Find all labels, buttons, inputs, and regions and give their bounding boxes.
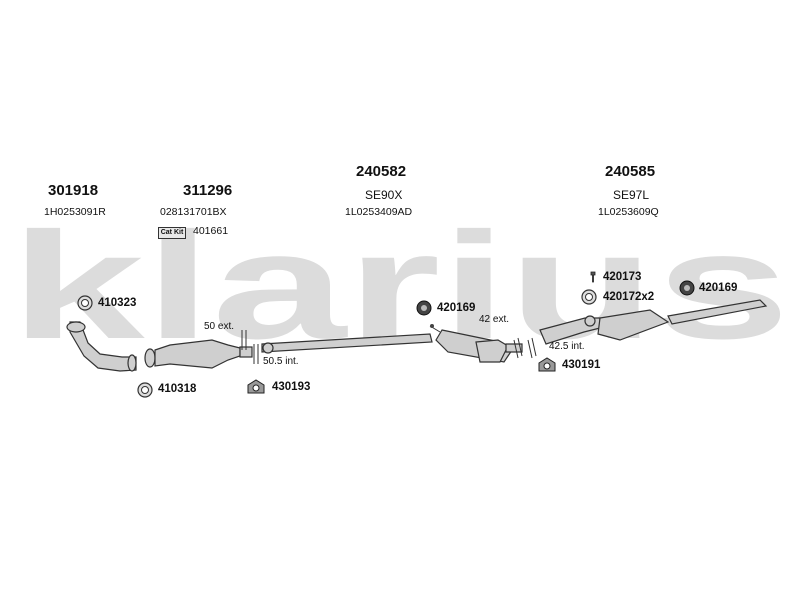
variant-middle: SE90X: [365, 188, 403, 202]
part-number-downpipe: 301918: [48, 182, 99, 199]
fitting-label-430191: 430191: [562, 359, 601, 371]
part-number-rear: 240585: [605, 163, 656, 180]
dimension-42-5-int: 42.5 int.: [549, 341, 585, 352]
rubber-ring-icon: [679, 280, 695, 296]
catalytic-converter: [144, 339, 253, 369]
front-downpipe: [66, 321, 137, 372]
clamp-ring-icon: [581, 289, 597, 305]
rubber-mount-icon: [538, 357, 556, 372]
oem-ref-catalyst: 028131701BX: [160, 206, 227, 218]
oem-ref-rear: 1L0253609Q: [598, 206, 659, 218]
gasket-ring-icon: [137, 382, 153, 398]
gasket-ring-icon: [77, 295, 93, 311]
fitting-label-420172x2: 420172x2: [603, 291, 655, 303]
fitting-label-410318: 410318: [158, 383, 197, 395]
cat-kit-number: 401661: [193, 225, 229, 237]
rubber-mount-icon: [247, 379, 265, 394]
dimension-50-5-int: 50.5 int.: [263, 356, 299, 367]
variant-rear: SE97L: [613, 188, 650, 202]
fitting-label-420169-middle: 420169: [437, 302, 476, 314]
middle-silencer: [435, 329, 523, 363]
dimension-50-ext: 50 ext.: [204, 321, 235, 332]
cat-kit-badge: Cat Kit: [158, 227, 186, 239]
fitting-label-410323: 410323: [98, 297, 137, 309]
fitting-label-430193: 430193: [272, 381, 311, 393]
middle-pipe: [261, 333, 433, 354]
fitting-label-420173: 420173: [603, 271, 642, 283]
fitting-label-420169-rear: 420169: [699, 282, 738, 294]
oem-ref-downpipe: 1H0253091R: [44, 206, 106, 218]
rear-silencer: [539, 299, 768, 345]
oem-ref-middle: 1L0253409AD: [345, 206, 413, 218]
watermark-text: klarius: [10, 218, 790, 348]
part-number-catalyst: 311296: [183, 182, 233, 199]
rubber-ring-icon: [416, 300, 432, 316]
klarius-watermark: klarius: [10, 218, 790, 348]
part-number-middle: 240582: [356, 163, 407, 180]
bolt-icon: [590, 271, 596, 283]
dimension-42-ext: 42 ext.: [479, 314, 510, 325]
